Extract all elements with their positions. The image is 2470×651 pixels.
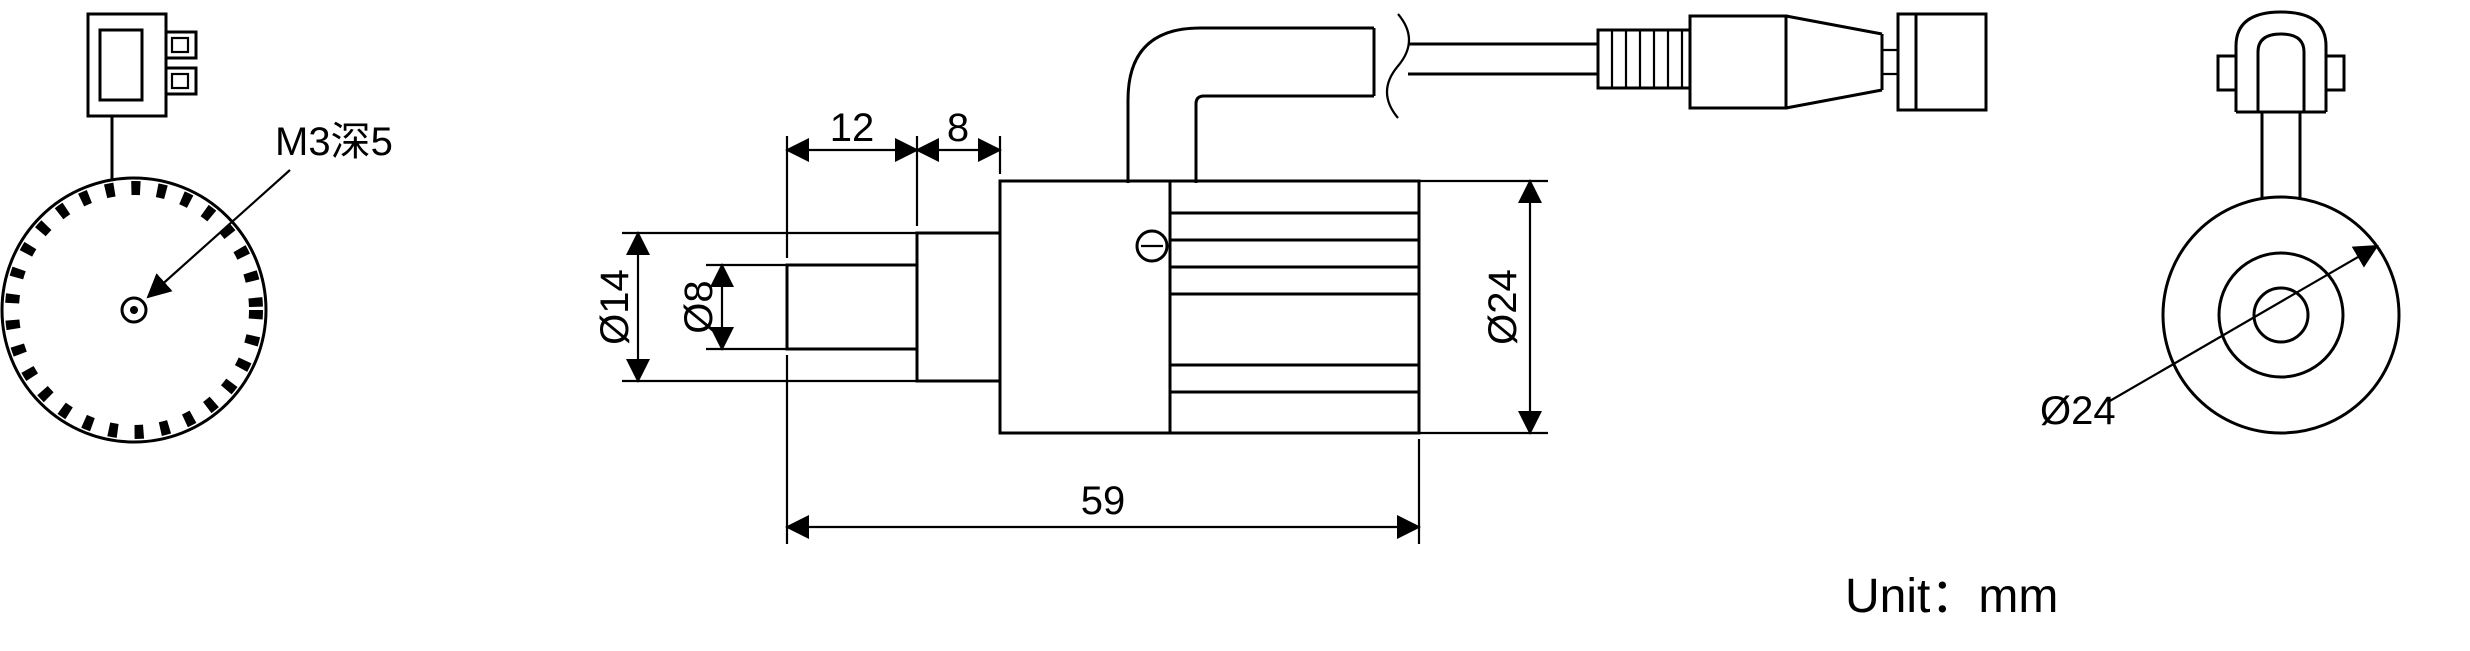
dim-label-8: 8 xyxy=(947,106,969,150)
dimension-12-8: 12 8 xyxy=(784,106,1003,258)
connector-taper xyxy=(1785,14,1884,110)
side-view: 12 8 Ø14 Ø8 Ø24 59 xyxy=(593,12,1988,544)
connector-pin-top xyxy=(164,30,198,60)
set-screw-icon xyxy=(1135,229,1169,263)
connector-neck xyxy=(1882,48,1898,76)
clamp-stems xyxy=(2260,112,2302,199)
front-view: M3深5 xyxy=(0,12,393,444)
rear-outer-circle xyxy=(2161,195,2401,435)
rear-circles xyxy=(2161,195,2401,435)
connector-body xyxy=(1688,14,1788,110)
cable-clamp-symbol xyxy=(2216,10,2346,199)
dimension-dia14: Ø14 xyxy=(593,230,917,384)
center-tapped-hole xyxy=(120,296,148,324)
cable-lines xyxy=(1408,42,1598,76)
dim-label-dia24-side: Ø24 xyxy=(1481,269,1525,345)
connector-housing xyxy=(86,12,168,118)
dim-label-59: 59 xyxy=(1081,479,1126,523)
connector-pin-top-inner xyxy=(170,36,190,54)
connector-pin-bottom-inner xyxy=(170,72,190,90)
cable-elbow xyxy=(1126,26,1376,183)
thread-leader-line xyxy=(146,169,291,299)
shaft-outline xyxy=(785,263,919,351)
end-plug xyxy=(1896,12,1988,112)
strain-relief-ribs xyxy=(1610,30,1684,88)
gear-teeth-ring xyxy=(5,181,263,439)
dimension-dia8: Ø8 xyxy=(677,262,787,352)
front-outer-circle xyxy=(0,176,268,444)
body-outline xyxy=(998,179,1421,435)
thread-label: M3深5 xyxy=(275,120,393,164)
center-hole-dot xyxy=(130,306,138,314)
front-connector-symbol xyxy=(86,12,198,180)
cable-connector xyxy=(1596,12,1988,112)
dim-label-12: 12 xyxy=(830,106,875,150)
rear-view: Ø24 xyxy=(2040,10,2401,435)
ext-lines xyxy=(622,231,917,383)
unit-label: Unit：mm xyxy=(1845,570,2058,623)
cable-break-symbol xyxy=(1385,13,1411,119)
boss-outline xyxy=(915,231,1002,383)
dim-label-dia8: Ø8 xyxy=(677,280,721,333)
dia24-leader-line xyxy=(2107,244,2379,403)
clamp-tab-right xyxy=(2324,54,2346,92)
dimension-59: 59 xyxy=(784,355,1422,544)
rib-lines xyxy=(1170,211,1419,394)
connector-housing-inner xyxy=(98,28,144,102)
dimension-dia24-side: Ø24 xyxy=(1419,178,1548,436)
dim-label-dia14: Ø14 xyxy=(593,269,637,345)
connector-pin-bottom xyxy=(164,66,198,96)
dim-label-dia24-rear: Ø24 xyxy=(2040,389,2116,433)
clamp-tab-left xyxy=(2216,54,2238,92)
rear-middle-circle xyxy=(2217,251,2345,379)
rear-inner-circle xyxy=(2252,286,2310,344)
